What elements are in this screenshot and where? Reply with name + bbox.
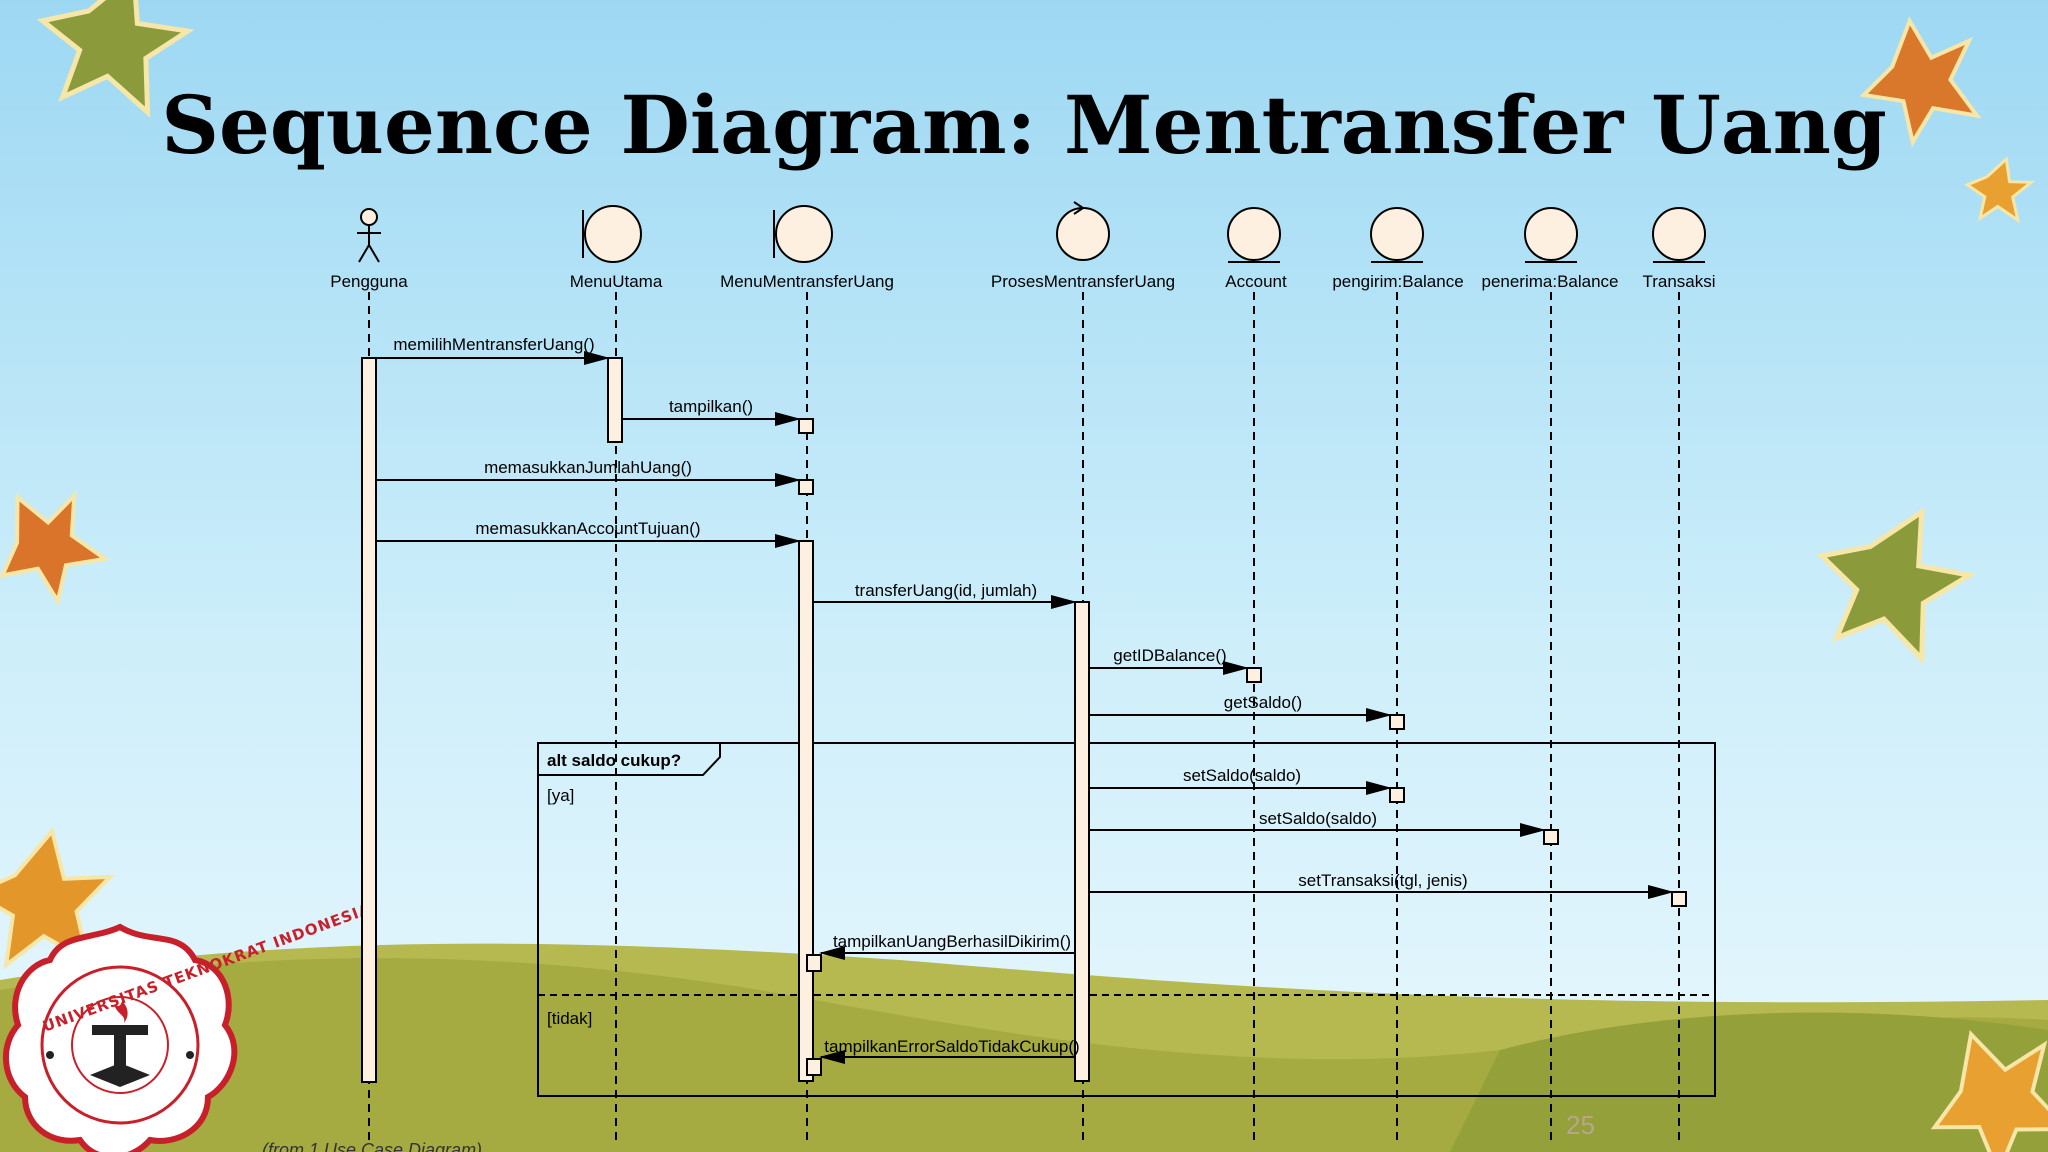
message-label: getIDBalance() xyxy=(1113,646,1226,665)
activation-box xyxy=(1389,714,1405,730)
activation-proses xyxy=(1074,601,1090,1082)
leaf-mid-right xyxy=(1816,507,1977,665)
entity-icon xyxy=(1370,207,1424,263)
lifeline-label: penerima:Balance xyxy=(1481,272,1618,291)
lifeline-label: pengirim:Balance xyxy=(1332,272,1463,291)
message-label: tampilkanUangBerhasilDikirim() xyxy=(833,932,1071,951)
lifeline-label: MenuMentransferUang xyxy=(720,272,894,291)
lifeline-label: Transaksi xyxy=(1642,272,1715,291)
activation-box xyxy=(798,479,814,495)
message-label: memasukkanJumlahUang() xyxy=(484,458,692,477)
lifeline-label: Account xyxy=(1225,272,1287,291)
activation-box xyxy=(1671,891,1687,907)
activation-box xyxy=(806,954,822,972)
boundary-icon xyxy=(582,205,642,263)
actor-icon xyxy=(357,208,381,263)
activation-menuutama xyxy=(607,357,623,443)
entity-icon xyxy=(1652,207,1706,263)
activation-pengguna xyxy=(361,357,377,1083)
activation-menumentransfer xyxy=(798,540,814,1082)
activation-box xyxy=(1543,829,1559,845)
slide-title: Sequence Diagram: Mentransfer Uang xyxy=(161,78,1887,172)
message-label: memasukkanAccountTujuan() xyxy=(475,519,700,538)
footnote: (from 1 Use Case Diagram) xyxy=(262,1140,483,1152)
leaf-bottom-left xyxy=(0,826,116,970)
entity-icon xyxy=(1227,207,1281,263)
message-label: memilihMentransferUang() xyxy=(393,335,594,354)
fragment-title: alt saldo cukup? xyxy=(547,751,681,770)
leaf-bottom-right xyxy=(1930,1030,2048,1152)
message-label: getSaldo() xyxy=(1224,693,1302,712)
guard-ya: [ya] xyxy=(547,786,574,805)
message-arrows xyxy=(376,351,1674,1064)
boundary-icon xyxy=(773,205,833,263)
hill-front xyxy=(1450,1012,2048,1152)
activation-bars xyxy=(361,357,1687,1083)
leaf-top-left xyxy=(36,0,195,118)
control-icon xyxy=(1056,201,1110,261)
leaf-mid-left xyxy=(0,490,111,607)
entity-icon xyxy=(1524,207,1578,263)
leaf-small-right xyxy=(1964,156,2036,224)
message-label: setTransaksi(tgl, jenis) xyxy=(1298,871,1467,890)
activation-box xyxy=(806,1058,822,1076)
activation-box xyxy=(1389,787,1405,803)
alt-fragment xyxy=(537,742,1716,1097)
message-label: transferUang(id, jumlah) xyxy=(855,581,1037,600)
leaf-top-right xyxy=(1859,16,1982,148)
activation-box xyxy=(798,418,814,434)
message-label: setSaldo(saldo) xyxy=(1183,766,1301,785)
lifeline-label: MenuUtama xyxy=(570,272,663,291)
message-label: tampilkanErrorSaldoTidakCukup() xyxy=(824,1037,1079,1056)
guard-tidak: [tidak] xyxy=(547,1009,592,1028)
activation-box xyxy=(1246,667,1262,683)
lifeline-label: ProsesMentransferUang xyxy=(991,272,1175,291)
lifeline-label: Pengguna xyxy=(330,272,408,291)
page-number: 25 xyxy=(1566,1110,1595,1140)
message-label: tampilkan() xyxy=(669,397,753,416)
message-label: setSaldo(saldo) xyxy=(1259,809,1377,828)
